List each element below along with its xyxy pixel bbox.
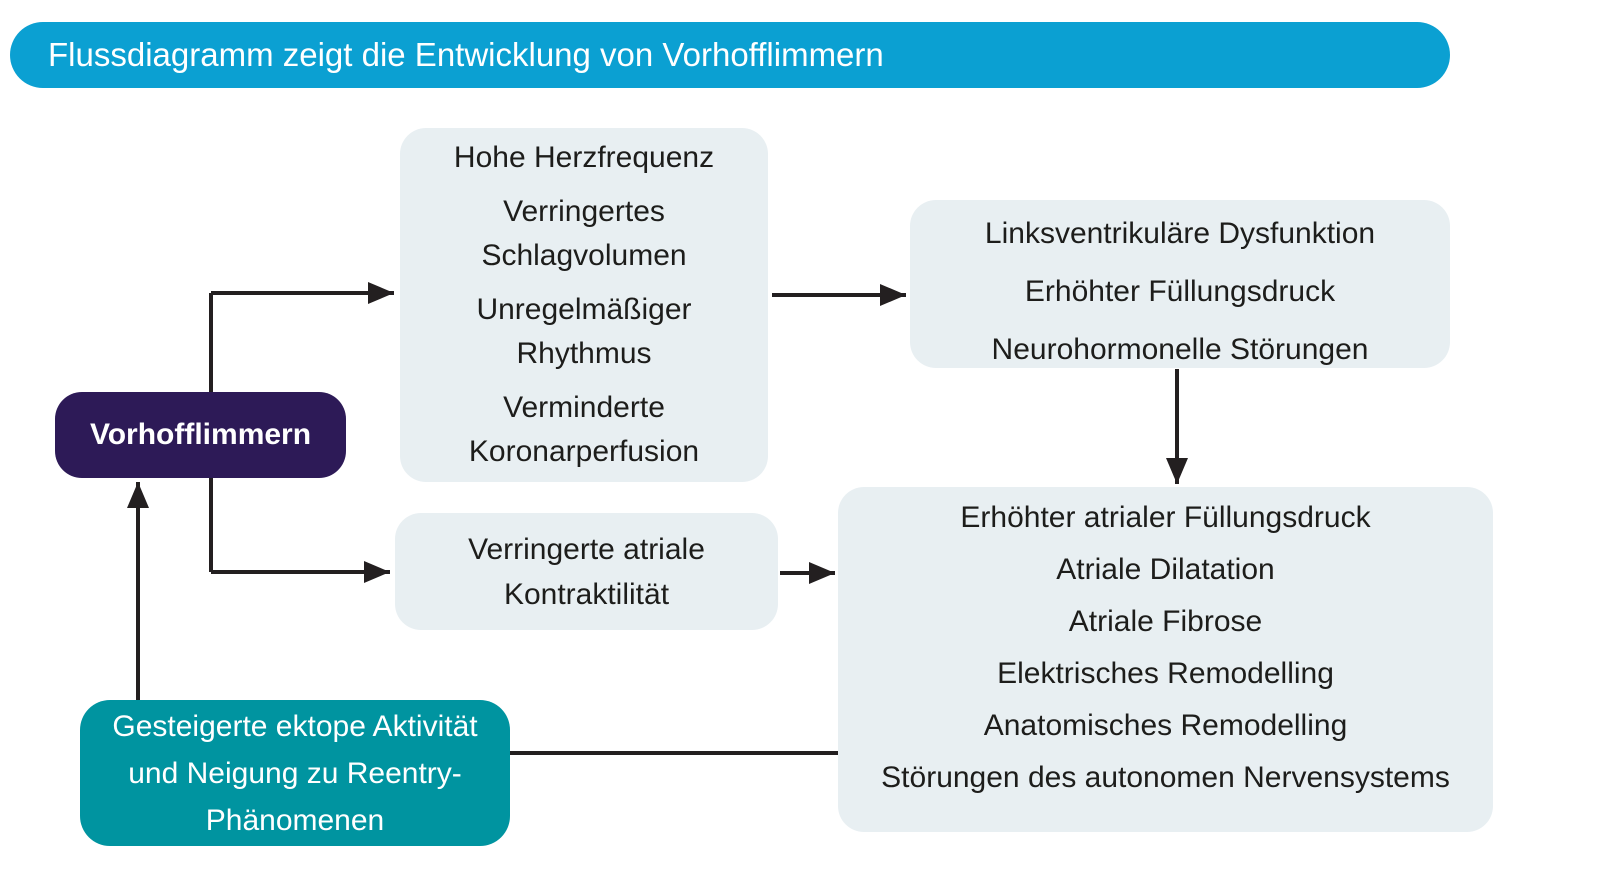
text-line: Verminderte [503,391,665,424]
node-atrial-remodelling: Erhöhter atrialer Füllungsdruck Atriale … [838,487,1493,832]
text-line: Rhythmus [516,337,652,370]
text-line: Erhöhter atrialer Füllungsdruck [960,501,1371,534]
text-line: Schlagvolumen [481,239,687,272]
node-vorhofflimmern-label: Vorhofflimmern [89,418,312,451]
text-line: Elektrisches Remodelling [997,657,1334,690]
node-atrial-contractility: Verringerte atriale Kontraktilität [395,513,778,630]
node-hemodynamic-effects: Hohe Herzfrequenz Verringertes Schlagvol… [400,128,768,482]
text-line: Neurohormonelle Störungen [991,333,1369,366]
text-line: Verringerte atriale [468,532,705,566]
text-line: Anatomisches Remodelling [983,709,1348,742]
text-line: Gesteigerte ektope Aktivität [112,709,478,743]
text-line: Phänomenen [205,803,385,837]
node-ectopic-activity: Gesteigerte ektope Aktivität und Neigung… [80,700,510,846]
text-line: und Neigung zu Reentry- [128,756,462,790]
text-line: Kontraktilität [503,577,670,611]
text-line: Erhöhter Füllungsdruck [1024,275,1336,308]
node-lv-dysfunction: Linksventrikuläre Dysfunktion Erhöhter F… [910,200,1450,368]
text-line: Atriale Dilatation [1056,553,1275,586]
text-line: Atriale Fibrose [1068,605,1263,638]
node-vorhofflimmern: Vorhofflimmern [55,392,346,478]
text-line: Linksventrikuläre Dysfunktion [984,217,1376,250]
text-line: Unregelmäßiger [476,293,692,326]
title-banner: Flussdiagramm zeigt die Entwicklung von … [10,22,1450,88]
hemo-item-irregular-rhythm: Unregelmäßiger Rhythmus [476,288,691,376]
hemo-item-coronary-perfusion: Verminderte Koronarperfusion [469,386,699,474]
page-title: Flussdiagramm zeigt die Entwicklung von … [48,36,884,73]
text-line: Koronarperfusion [468,435,700,468]
text-line: Störungen des autonomen Nervensystems [881,761,1450,794]
text-line: Verringertes [503,195,665,228]
hemo-item-heart-rate: Hohe Herzfrequenz [454,136,714,180]
hemo-item-stroke-volume: Verringertes Schlagvolumen [481,190,686,278]
text-line: Hohe Herzfrequenz [453,141,715,174]
